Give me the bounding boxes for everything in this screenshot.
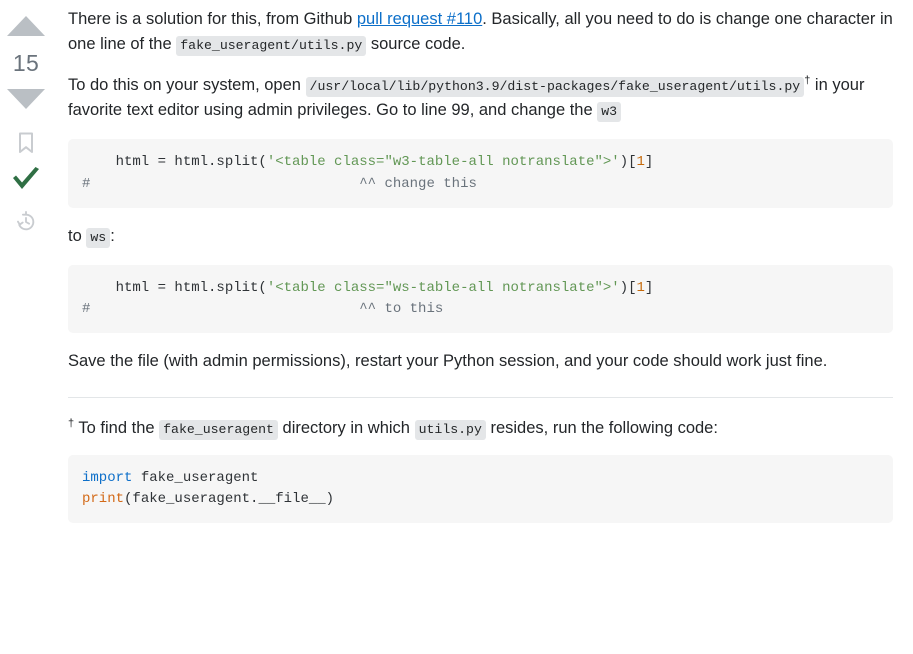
downvote-arrow-icon[interactable] (7, 89, 45, 109)
code2-line1-string: '<table class="ws-table-all notranslate"… (266, 279, 620, 296)
code1-line1-mid: )[ (619, 154, 637, 171)
inline-code-utils-py: utils.py (414, 419, 486, 440)
answer-post: 15 There is a solution for this, from Gi… (0, 0, 913, 539)
code-block-after: html = html.split('<table class="ws-tabl… (68, 264, 893, 334)
accepted-answer-check-icon[interactable] (10, 167, 42, 197)
intro-text-1: There is a solution for this, from Githu… (68, 10, 357, 28)
code2-line1-number: 1 (636, 279, 645, 296)
answer-body: There is a solution for this, from Githu… (52, 0, 913, 539)
paragraph-intro: There is a solution for this, from Githu… (68, 7, 893, 57)
code3-keyword-import: import (82, 469, 133, 486)
inline-code-fake-useragent: fake_useragent (159, 419, 278, 440)
intro-text-3: source code. (366, 35, 466, 54)
inline-code-full-path: /usr/local/lib/python3.9/dist-packages/f… (305, 77, 805, 98)
bookmark-icon[interactable] (16, 131, 36, 155)
inline-code-ws: ws (86, 227, 111, 248)
inline-code-w3: w3 (597, 102, 622, 123)
code2-line1-pre: html = html.split( (82, 279, 267, 296)
code1-line1-pre: html = html.split( (82, 154, 267, 171)
code2-line1-mid: )[ (619, 279, 637, 296)
code3-line2-rest: (fake_useragent.__file__) (124, 490, 335, 507)
code1-line2-comment: ^^ change this (90, 175, 477, 192)
vote-sidebar: 15 (0, 0, 52, 233)
paragraph-save: Save the file (with admin permissions), … (68, 352, 828, 371)
footnote-text-2: directory in which (277, 418, 415, 437)
upvote-arrow-icon[interactable] (7, 16, 45, 36)
footnote-text-3: resides, run the following code: (485, 418, 718, 437)
to-ws-text-2: : (110, 226, 115, 245)
code2-line2-hash: # (82, 301, 91, 318)
code3-line1-rest: fake_useragent (132, 469, 259, 486)
to-ws-text-1: to (68, 226, 87, 245)
code1-line1-string: '<table class="w3-table-all notranslate"… (266, 154, 620, 171)
pull-request-link[interactable]: pull request #110 (356, 10, 483, 28)
code2-line1-post: ] (644, 279, 654, 296)
footnote-divider (68, 396, 893, 398)
code3-function-print: print (82, 490, 125, 507)
paragraph-to-ws: to ws: (68, 224, 893, 249)
vote-count: 15 (12, 50, 40, 76)
dagger-marker: † (804, 74, 811, 87)
code-block-locate: import fake_useragent print(fake_userage… (68, 454, 893, 524)
footnote-dagger-marker: † (68, 417, 75, 430)
intro-text-2: . Basically, all you need to do is chang… (68, 10, 893, 54)
instructions-text-1: To do this on your system, open (68, 76, 306, 95)
code1-line2-hash: # (82, 175, 91, 192)
paragraph-footnote: † To find the fake_useragent directory i… (68, 416, 893, 441)
paragraph-instructions: To do this on your system, open /usr/loc… (68, 73, 893, 123)
edit-history-icon[interactable] (15, 211, 37, 233)
instructions-text-2: in your favorite text editor using admin… (68, 76, 865, 120)
code1-line1-post: ] (644, 154, 654, 171)
code2-line2-comment: ^^ to this (90, 301, 444, 318)
code-block-before: html = html.split('<table class="w3-tabl… (68, 139, 893, 208)
code1-line1-number: 1 (636, 154, 645, 171)
footnote-text-1: To find the (74, 418, 160, 437)
inline-code-utils-path: fake_useragent/utils.py (176, 36, 367, 57)
